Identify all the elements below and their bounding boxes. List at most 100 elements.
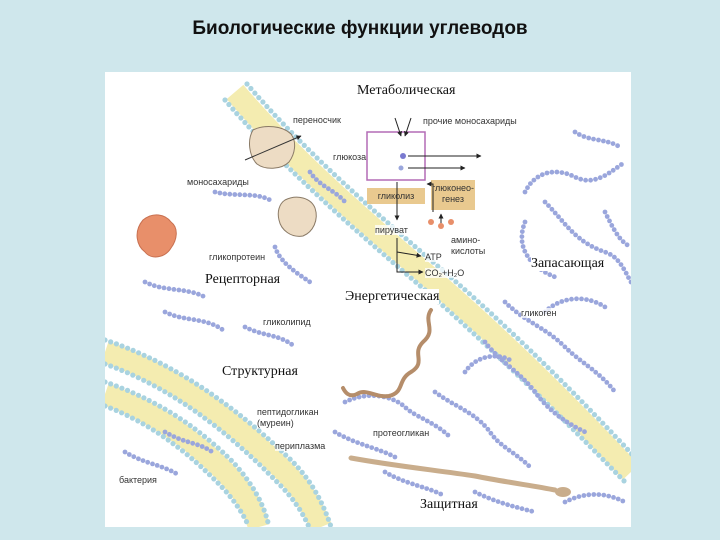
bead bbox=[418, 283, 423, 288]
bead bbox=[350, 188, 355, 193]
bead bbox=[150, 462, 155, 467]
bead bbox=[244, 519, 249, 524]
bead bbox=[323, 200, 328, 205]
bead bbox=[458, 405, 463, 410]
bead bbox=[266, 333, 271, 338]
bead bbox=[345, 220, 350, 225]
bead bbox=[609, 466, 614, 471]
bead bbox=[387, 472, 392, 477]
bead bbox=[166, 437, 171, 442]
bead bbox=[520, 234, 525, 239]
bead bbox=[585, 242, 590, 247]
bead bbox=[559, 341, 564, 346]
bead bbox=[543, 329, 548, 334]
bead bbox=[257, 194, 262, 199]
bead bbox=[524, 344, 529, 349]
bead bbox=[449, 311, 454, 316]
bead bbox=[577, 236, 582, 241]
bead bbox=[234, 111, 239, 116]
bead bbox=[173, 471, 178, 476]
bead bbox=[125, 388, 130, 393]
heading-energetic: Энергетическая bbox=[345, 289, 439, 304]
bead bbox=[429, 488, 434, 493]
bead bbox=[573, 233, 578, 238]
bead bbox=[449, 401, 454, 406]
bead bbox=[624, 271, 629, 276]
monosaccharide-dot bbox=[399, 166, 404, 171]
bead bbox=[206, 321, 211, 326]
bead bbox=[221, 430, 226, 435]
bead bbox=[515, 371, 520, 376]
bead bbox=[588, 178, 593, 183]
bead bbox=[533, 353, 538, 358]
bead bbox=[525, 185, 530, 190]
bead bbox=[242, 120, 247, 125]
bead bbox=[158, 361, 163, 366]
label-proteoglycan: протеогликан bbox=[373, 428, 429, 438]
bead bbox=[114, 366, 119, 371]
label-gluconeogenesis-2: генез bbox=[431, 194, 475, 204]
bead bbox=[130, 390, 135, 395]
bead bbox=[342, 199, 347, 204]
bead bbox=[372, 208, 377, 213]
bead bbox=[440, 303, 445, 308]
bead bbox=[546, 365, 551, 370]
bead bbox=[131, 348, 136, 353]
bead bbox=[515, 336, 520, 341]
bead bbox=[182, 316, 187, 321]
energetic-fiber bbox=[343, 310, 431, 396]
bead bbox=[291, 268, 296, 273]
bead bbox=[462, 287, 467, 292]
bead bbox=[606, 494, 611, 499]
bead bbox=[379, 449, 384, 454]
bead bbox=[363, 236, 368, 241]
bead bbox=[185, 452, 190, 457]
bead bbox=[458, 283, 463, 288]
bead bbox=[145, 460, 150, 465]
bead bbox=[184, 375, 189, 380]
bead bbox=[180, 448, 185, 453]
bead bbox=[555, 301, 560, 306]
carrier-protein bbox=[250, 127, 295, 169]
bead bbox=[593, 177, 598, 182]
bead bbox=[546, 203, 551, 208]
bead bbox=[525, 253, 530, 258]
bead bbox=[125, 413, 130, 418]
carbohydrate-chain bbox=[543, 200, 631, 285]
bead bbox=[303, 475, 308, 480]
bead bbox=[224, 402, 229, 407]
bead bbox=[592, 448, 597, 453]
bead bbox=[218, 191, 223, 196]
bead bbox=[502, 324, 507, 329]
bead bbox=[326, 186, 331, 191]
bead bbox=[601, 139, 606, 144]
bead bbox=[241, 514, 246, 519]
bead bbox=[261, 331, 266, 336]
bead bbox=[270, 475, 275, 480]
bead bbox=[242, 193, 247, 198]
bead bbox=[453, 279, 458, 284]
bead bbox=[220, 327, 225, 332]
bead bbox=[192, 426, 197, 431]
bead bbox=[583, 178, 588, 183]
bead bbox=[164, 467, 169, 472]
bead bbox=[183, 402, 188, 407]
bead bbox=[224, 454, 229, 459]
bead bbox=[227, 192, 232, 197]
bead bbox=[391, 398, 396, 403]
bead bbox=[510, 306, 515, 311]
bead bbox=[486, 427, 491, 432]
bead bbox=[282, 488, 287, 493]
bead bbox=[163, 310, 168, 315]
bead bbox=[626, 275, 631, 280]
bead bbox=[504, 361, 509, 366]
bead bbox=[586, 492, 591, 497]
bead bbox=[616, 497, 621, 502]
bead bbox=[301, 180, 306, 185]
bead bbox=[584, 297, 589, 302]
bead bbox=[346, 436, 351, 441]
bead bbox=[368, 240, 373, 245]
bead bbox=[415, 483, 420, 488]
bead bbox=[177, 288, 182, 293]
bead bbox=[589, 298, 594, 303]
